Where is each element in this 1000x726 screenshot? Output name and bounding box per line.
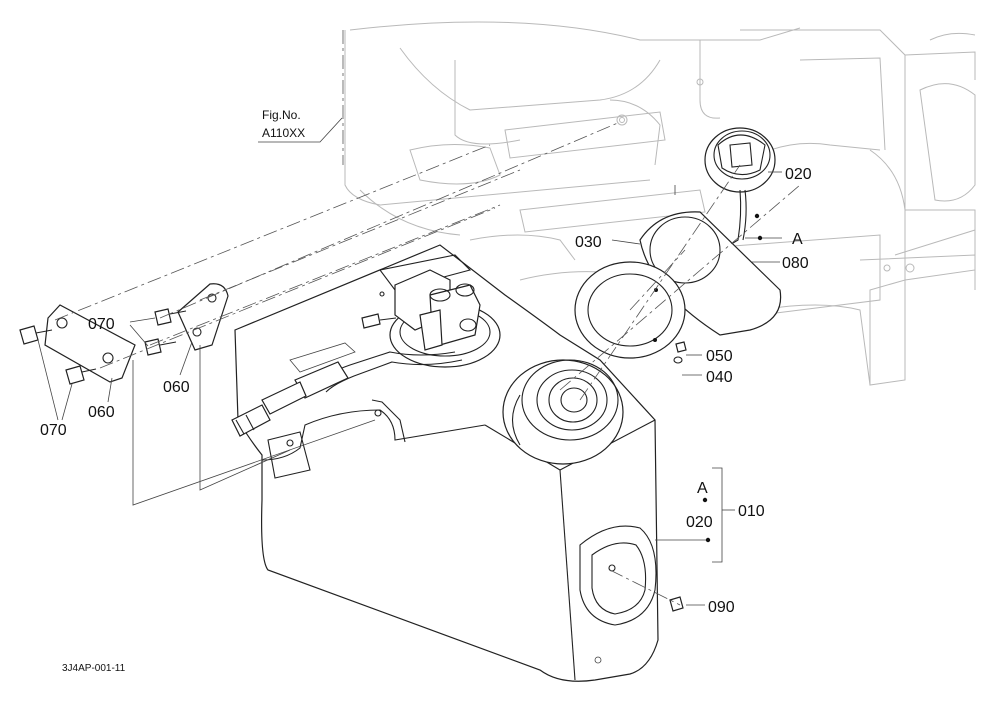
callout-040: 040	[706, 369, 733, 386]
screw-040-050	[673, 341, 687, 364]
bracket-060-right	[177, 283, 229, 351]
callout-ref-a-upper: A	[792, 231, 803, 248]
callout-020-cap: 020	[785, 166, 812, 183]
callout-060-left: 060	[88, 404, 115, 421]
leader-lines	[37, 171, 782, 606]
callout-010: 010	[738, 503, 765, 520]
callout-020-group: 020	[686, 514, 713, 531]
bolts-070	[19, 308, 187, 385]
background-frame	[344, 21, 976, 386]
callout-090: 090	[708, 599, 735, 616]
callout-050: 050	[706, 348, 733, 365]
drain-plug-090	[669, 596, 684, 612]
figure-reference: Fig.No. A110XX	[258, 108, 343, 143]
fuel-tank	[231, 244, 659, 682]
callout-030: 030	[575, 234, 602, 251]
callout-080: 080	[782, 255, 809, 272]
fig-code-label: A110XX	[262, 126, 305, 140]
filler-cap	[704, 127, 776, 244]
callout-060-right: 060	[163, 379, 190, 396]
center-lines	[54, 30, 801, 606]
fig-no-label: Fig.No.	[262, 108, 301, 122]
callout-070-bottom: 070	[40, 422, 67, 439]
callout-070-top: 070	[88, 316, 115, 333]
callout-ref-a-group: A	[697, 480, 708, 497]
drawing-code: 3J4AP-001-11	[62, 663, 126, 674]
callout-labels: 020 A 080 030 050 040 070 070 060 060 A …	[40, 166, 812, 616]
